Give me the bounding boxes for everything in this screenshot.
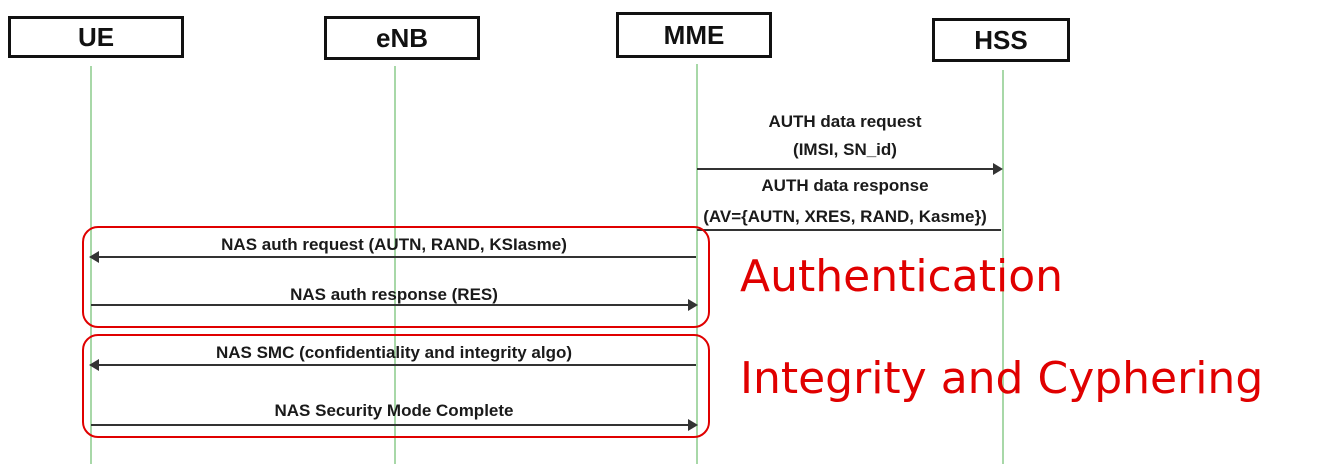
nas-smc-label: NAS SMC (confidentiality and integrity a… (215, 343, 573, 362)
authentication-group-box (82, 226, 710, 328)
entity-mme: MME (616, 12, 772, 58)
lifeline-enb (394, 66, 396, 464)
integrity-group-box (82, 334, 710, 438)
auth-data-response-label: AUTH data response (761, 176, 929, 195)
nas-auth-request-arrow (89, 251, 696, 263)
auth-data-response-arrow (697, 229, 1001, 231)
lifeline-hss (1002, 70, 1004, 464)
nas-auth-response-label: NAS auth response (RES) (290, 285, 498, 304)
lifeline-mme (696, 64, 698, 464)
nas-security-mode-complete-arrow (91, 419, 698, 431)
auth-data-response-params: (AV={AUTN, XRES, RAND, Kasme}) (703, 207, 987, 226)
auth-data-request-arrow (697, 163, 1003, 175)
entity-ue: UE (8, 16, 184, 58)
nas-auth-response-arrow (91, 299, 698, 311)
auth-data-request-label: AUTH data request (768, 112, 922, 131)
integrity-group-label: Integrity and Cyphering (740, 353, 1264, 404)
entity-hss: HSS (932, 18, 1070, 62)
entity-enb: eNB (324, 16, 480, 60)
nas-security-mode-complete-label: NAS Security Mode Complete (274, 401, 514, 420)
lifeline-ue (90, 66, 92, 464)
authentication-group-label: Authentication (740, 251, 1063, 302)
auth-data-request-params: (IMSI, SN_id) (793, 140, 897, 159)
nas-smc-arrow (89, 359, 696, 371)
nas-auth-request-label: NAS auth request (AUTN, RAND, KSIasme) (221, 235, 567, 254)
